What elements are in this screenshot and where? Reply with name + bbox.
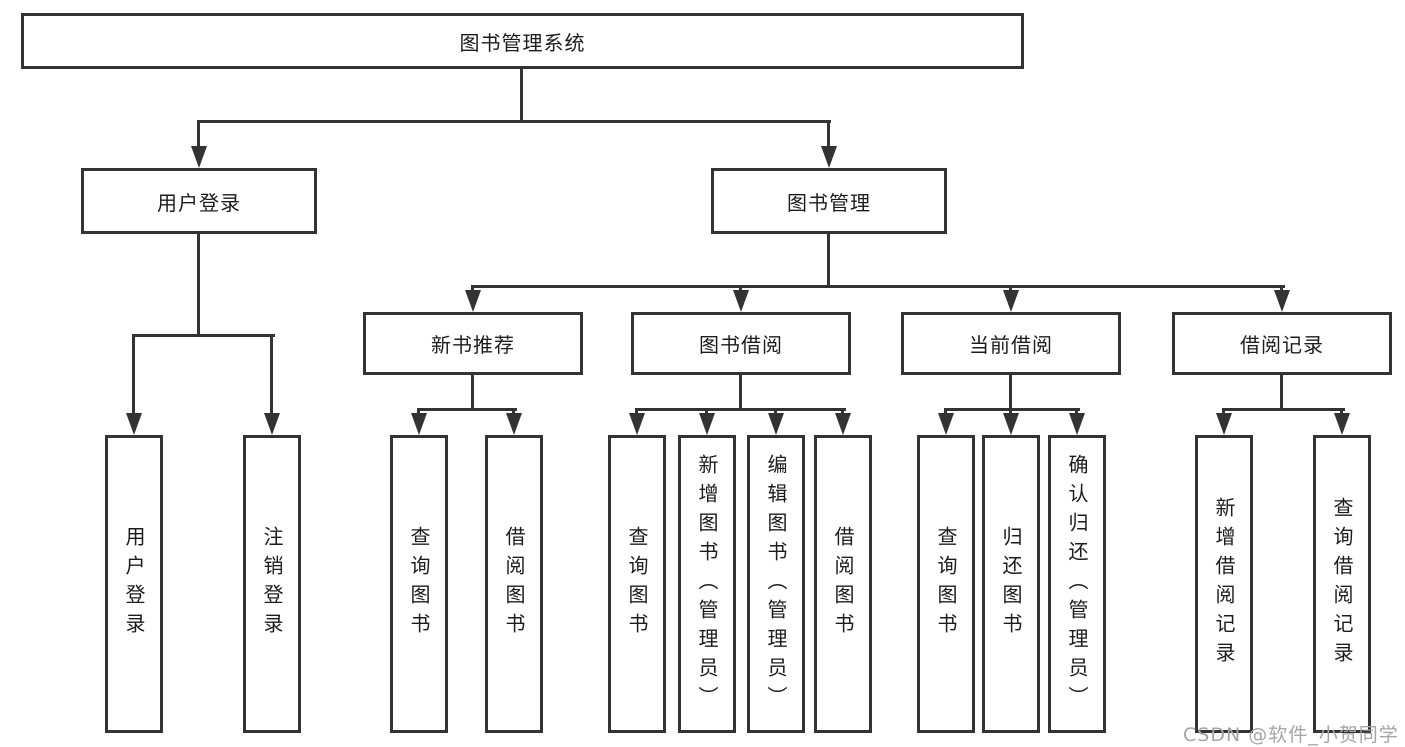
connector-line <box>1075 408 1078 416</box>
connector-line <box>417 408 517 411</box>
arrow-down-icon <box>1003 290 1019 312</box>
arrow-down-icon <box>264 413 280 435</box>
connector-line <box>705 408 708 416</box>
arrow-down-icon <box>1069 413 1085 435</box>
connector-line <box>635 408 846 411</box>
connector-line <box>270 334 273 415</box>
connector-line <box>197 120 200 148</box>
node-book-management-label: 图书管理 <box>787 190 871 215</box>
leaf-query-books-current-label: 查询图书 <box>934 526 958 642</box>
csdn-watermark: CSDN @软件_小贺同学 <box>1183 724 1399 746</box>
arrow-down-icon <box>768 413 784 435</box>
connector-line <box>739 375 742 411</box>
connector-line <box>1280 285 1283 293</box>
leaf-confirm-return-admin: 确认归还（管理员） <box>1048 435 1106 733</box>
arrow-down-icon <box>629 413 645 435</box>
leaf-query-books-borrow-label: 查询图书 <box>625 526 649 642</box>
node-new-book-recommend: 新书推荐 <box>363 312 583 375</box>
connector-line <box>132 334 135 415</box>
arrow-down-icon <box>1334 413 1350 435</box>
connector-line <box>1009 375 1012 411</box>
node-user-login-label: 用户登录 <box>157 190 241 215</box>
connector-line <box>197 234 200 337</box>
node-current-borrow-label: 当前借阅 <box>969 333 1053 357</box>
connector-line <box>132 334 275 337</box>
arrow-down-icon <box>465 290 481 312</box>
leaf-query-books-newbook-label: 查询图书 <box>407 526 431 642</box>
leaf-query-books-borrow: 查询图书 <box>608 435 666 733</box>
connector-line <box>512 408 515 416</box>
arrow-down-icon <box>506 413 522 435</box>
leaf-add-books-admin: 新增图书（管理员） <box>678 435 736 733</box>
arrow-down-icon <box>191 146 207 168</box>
leaf-add-books-admin-label: 新增图书（管理员） <box>695 453 719 715</box>
connector-line <box>1009 285 1012 293</box>
leaf-logout-label: 注销登录 <box>260 526 284 642</box>
leaf-query-borrow-record-label: 查询借阅记录 <box>1330 497 1354 671</box>
leaf-user-login-label: 用户登录 <box>122 526 146 642</box>
connector-line <box>471 285 474 293</box>
connector-line <box>1340 408 1343 416</box>
connector-line <box>520 69 523 122</box>
leaf-logout: 注销登录 <box>243 435 301 733</box>
arrow-down-icon <box>699 413 715 435</box>
leaf-borrow-books-borrow: 借阅图书 <box>814 435 872 733</box>
node-new-book-recommend-label: 新书推荐 <box>431 333 515 357</box>
node-root: 图书管理系统 <box>21 13 1024 69</box>
node-book-borrow-label: 图书借阅 <box>699 333 783 357</box>
leaf-edit-books-admin: 编辑图书（管理员） <box>747 435 805 733</box>
node-book-borrow: 图书借阅 <box>631 312 851 375</box>
connector-line <box>841 408 844 416</box>
leaf-return-books-label: 归还图书 <box>999 526 1023 642</box>
arrow-down-icon <box>821 146 837 168</box>
connector-line <box>1222 408 1225 416</box>
leaf-borrow-books-borrow-label: 借阅图书 <box>831 526 855 642</box>
arrow-down-icon <box>1216 413 1232 435</box>
node-book-management: 图书管理 <box>711 168 947 234</box>
leaf-edit-books-admin-label: 编辑图书（管理员） <box>764 453 788 715</box>
leaf-query-books-newbook: 查询图书 <box>390 435 448 733</box>
leaf-user-login: 用户登录 <box>105 435 163 733</box>
leaf-return-books: 归还图书 <box>982 435 1040 733</box>
leaf-add-borrow-record-label: 新增借阅记录 <box>1212 497 1236 671</box>
leaf-query-borrow-record: 查询借阅记录 <box>1313 435 1371 733</box>
connector-line <box>471 375 474 411</box>
node-borrow-record-label: 借阅记录 <box>1240 333 1324 357</box>
arrow-down-icon <box>1274 290 1290 312</box>
node-root-label: 图书管理系统 <box>459 30 586 55</box>
arrow-down-icon <box>835 413 851 435</box>
leaf-borrow-books-newbook-label: 借阅图书 <box>502 526 526 642</box>
connector-line <box>1009 408 1012 416</box>
leaf-add-borrow-record: 新增借阅记录 <box>1195 435 1253 733</box>
arrow-down-icon <box>733 290 749 312</box>
connector-line <box>1280 375 1283 411</box>
leaf-query-books-current: 查询图书 <box>917 435 975 733</box>
connector-line <box>1222 408 1345 411</box>
connector-line <box>197 120 831 123</box>
connector-line <box>944 408 947 416</box>
arrow-down-icon <box>1003 413 1019 435</box>
node-borrow-record: 借阅记录 <box>1172 312 1392 375</box>
leaf-borrow-books-newbook: 借阅图书 <box>485 435 543 733</box>
node-current-borrow: 当前借阅 <box>901 312 1121 375</box>
connector-line <box>635 408 638 416</box>
connector-line <box>471 285 1285 288</box>
connector-line <box>827 234 830 288</box>
node-user-login: 用户登录 <box>81 168 317 234</box>
connector-line <box>739 285 742 293</box>
arrow-down-icon <box>411 413 427 435</box>
connector-line <box>774 408 777 416</box>
connector-line <box>827 120 830 148</box>
connector-line <box>417 408 420 416</box>
arrow-down-icon <box>126 413 142 435</box>
arrow-down-icon <box>938 413 954 435</box>
connector-line <box>944 408 1080 411</box>
leaf-confirm-return-admin-label: 确认归还（管理员） <box>1065 453 1089 715</box>
